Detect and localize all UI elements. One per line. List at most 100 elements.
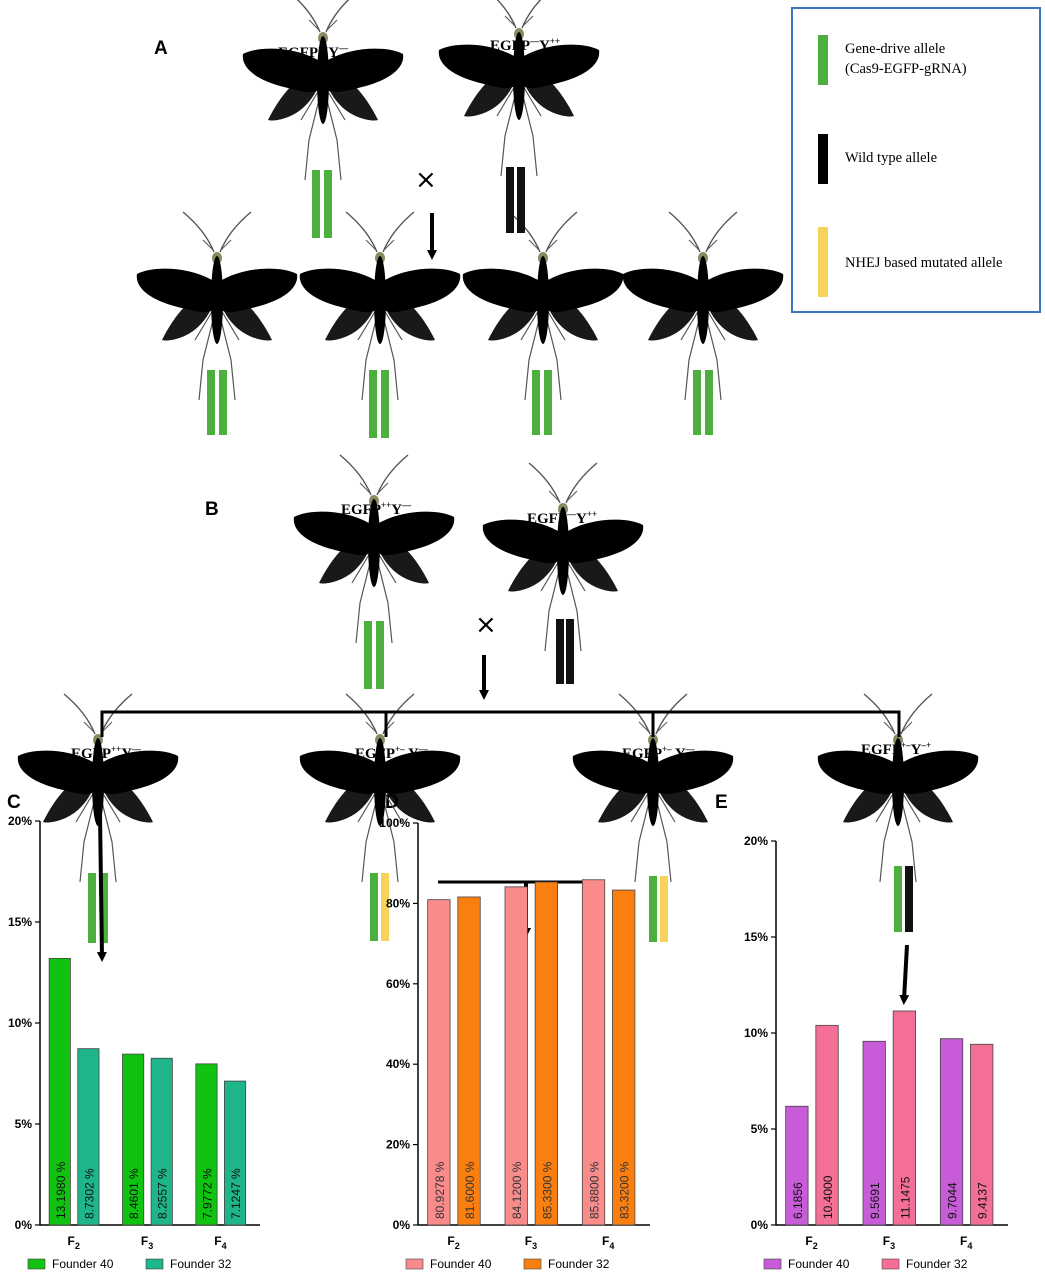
bar-c-founder32-0	[77, 1048, 100, 1226]
alleles-a-offspring	[207, 370, 713, 438]
legend-label-gene-drive: Gene-drive allele (Cas9-EGFP-gRNA)	[845, 41, 967, 77]
panel-label-a: A	[154, 38, 168, 59]
y-tick-label: 40%	[386, 1057, 410, 1071]
y-tick-label: 100%	[379, 816, 410, 830]
data-label: 8.2557 %	[156, 1168, 170, 1219]
bar-e-founder40-2	[939, 1038, 964, 1226]
panel-label-e: E	[715, 792, 728, 813]
cross-symbol-b: ×	[475, 610, 497, 640]
data-label: 85.8800 %	[588, 1161, 602, 1219]
x-tick-label: F3	[883, 1234, 895, 1251]
legend-label: Founder 40	[430, 1257, 492, 1271]
x-tick-label: F4	[960, 1234, 972, 1251]
bar-d-founder40-2	[581, 879, 606, 1226]
legend-label: Founder 32	[906, 1257, 968, 1271]
y-tick-label: 20%	[744, 834, 768, 848]
bar-c-founder40-0	[48, 958, 71, 1226]
alleles-b-female	[364, 621, 384, 689]
data-label: 11.1475	[898, 1176, 912, 1219]
y-tick-label: 5%	[751, 1122, 769, 1136]
y-tick-label: 80%	[386, 896, 410, 910]
data-label: 81.6000 %	[463, 1161, 477, 1219]
cross-symbol-a: ×	[415, 165, 437, 195]
allele-legend: Gene-drive allele (Cas9-EGFP-gRNA) Wild …	[791, 7, 1041, 313]
data-label: 83.3200 %	[618, 1161, 632, 1219]
bar-d-founder40-0	[427, 899, 451, 1226]
legend-swatch	[523, 1258, 542, 1270]
data-label: 8.7302 %	[82, 1168, 96, 1219]
legend-swatch-gene-drive	[818, 35, 828, 85]
panel-label-c: C	[7, 792, 21, 813]
y-tick-label: 15%	[744, 930, 768, 944]
connector-lines	[100, 710, 901, 884]
x-tick-label: F4	[602, 1234, 614, 1251]
y-tick-label: 20%	[8, 814, 32, 828]
bar-e-founder32-0	[815, 1024, 839, 1226]
legend-swatch	[763, 1258, 782, 1270]
data-label: 9.7044	[946, 1182, 960, 1219]
y-tick-label: 0%	[15, 1218, 33, 1232]
bar-e-founder32-2	[970, 1043, 994, 1226]
data-label: 10.4000	[821, 1175, 835, 1219]
moth-a-offspring-4	[622, 211, 784, 401]
y-tick-label: 0%	[751, 1218, 769, 1232]
bar-d-founder40-1	[504, 886, 528, 1226]
data-label: 85.3300 %	[540, 1161, 554, 1219]
legend-swatch	[27, 1258, 46, 1270]
moth-a-female	[242, 0, 404, 181]
data-label: 8.4601 %	[127, 1168, 141, 1219]
bar-e-founder40-0	[785, 1105, 809, 1226]
bar-c-founder32-1	[150, 1057, 173, 1226]
moth-a-offspring-3	[462, 211, 624, 401]
legend-swatch	[881, 1258, 900, 1270]
y-tick-label: 10%	[744, 1026, 768, 1040]
y-tick-label: 5%	[15, 1117, 33, 1131]
bar-d-founder32-0	[457, 896, 481, 1226]
alleles-b-male	[556, 619, 574, 684]
y-tick-label: 15%	[8, 915, 32, 929]
legend-swatch-wild-type	[818, 134, 828, 184]
data-label: 7.1247 %	[229, 1168, 243, 1219]
y-tick-label: 20%	[386, 1138, 410, 1152]
legend-label-nhej: NHEJ based mutated allele	[845, 255, 1003, 271]
legend-label: Founder 40	[788, 1257, 850, 1271]
legend-label: Founder 40	[52, 1257, 114, 1271]
data-label: 9.4137	[976, 1182, 990, 1219]
moth-b-female	[293, 454, 455, 644]
alleles-a-female	[312, 170, 332, 238]
bar-c-founder32-2	[224, 1080, 247, 1226]
x-tick-label: F4	[214, 1234, 226, 1251]
bar-c-founder40-2	[195, 1063, 218, 1226]
legend-label: Founder 32	[170, 1257, 232, 1271]
data-label: 6.1856	[791, 1182, 805, 1219]
y-tick-label: 10%	[8, 1016, 32, 1030]
data-label: 9.5691	[868, 1182, 882, 1219]
x-tick-label: F2	[805, 1234, 817, 1251]
bar-e-founder40-1	[862, 1040, 886, 1226]
bar-d-founder32-2	[612, 889, 636, 1226]
y-tick-label: 60%	[386, 977, 410, 991]
x-tick-label: F2	[447, 1234, 459, 1251]
bar-e-founder32-1	[892, 1010, 916, 1226]
legend-swatch	[405, 1258, 424, 1270]
bar-c-founder40-1	[122, 1053, 145, 1226]
alleles-b-children	[88, 866, 913, 943]
chart-d: 0% 20% 40% 60% 80% 100% 80.9278 % 81.6000 % F2 84…	[379, 816, 650, 1271]
panel-label-b: B	[205, 499, 219, 520]
alleles-a-male	[506, 167, 525, 233]
legend-swatch	[145, 1258, 164, 1270]
legend-label: Founder 32	[548, 1257, 610, 1271]
x-tick-label: F2	[68, 1234, 80, 1251]
legend-swatch-nhej	[818, 227, 828, 297]
chart-c: 0% 5% 10% 15% 20% 13.1980 % 8.7302 % F2 8.4601 %…	[8, 814, 260, 1271]
data-label: 7.9772 %	[200, 1168, 214, 1219]
moth-a-offspring-2	[299, 211, 461, 401]
data-label: 13.1980 %	[54, 1161, 68, 1219]
y-tick-label: 0%	[393, 1218, 411, 1232]
x-tick-label: F3	[141, 1234, 153, 1251]
data-label: 80.9278 %	[433, 1161, 447, 1219]
data-label: 84.1200 %	[510, 1161, 524, 1219]
bar-d-founder32-1	[534, 881, 558, 1226]
